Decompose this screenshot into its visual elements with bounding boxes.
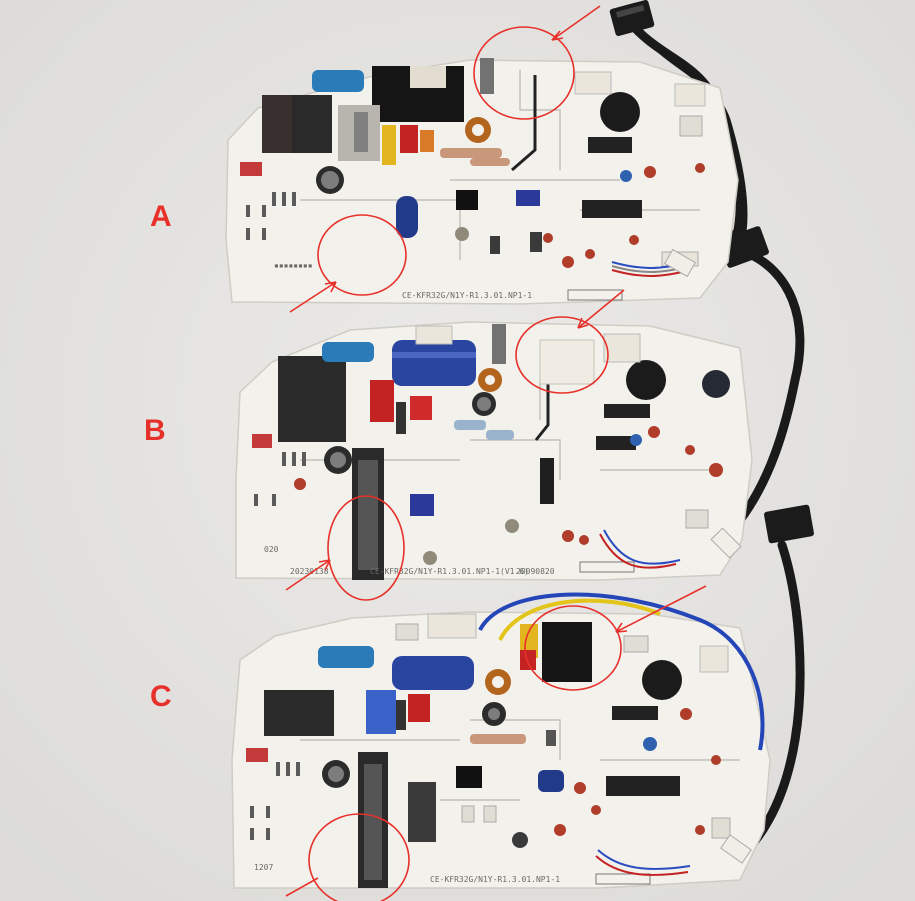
annotation-arrow (577, 289, 625, 329)
annotation-circle-c-top (524, 605, 622, 691)
board-b-small: 020 (264, 545, 279, 554)
board-a-code: CE-KFR32G/N1Y-R1.3.01.NP1-1 (402, 291, 532, 300)
pcb-board-b: CE-KFR32G/N1Y-R1.3.01.NP1-1(V1.6) 200908… (235, 321, 753, 581)
board-label-a: A (150, 200, 172, 233)
board-label-b: B (144, 414, 166, 447)
board-b-date: 20090820 (516, 567, 555, 576)
board-label-c: C (150, 680, 172, 713)
annotation-arrow (551, 5, 601, 41)
annotation-circle-b-bottom (327, 495, 405, 601)
annotation-arrow (615, 585, 707, 633)
annotation-arrow (289, 281, 337, 313)
cable-sleeve (720, 834, 752, 864)
connector-top (609, 0, 655, 37)
annotation-circle-a-top (473, 26, 575, 120)
board-a-fineprint: ▪▪▪▪▪▪▪▪ (274, 261, 313, 270)
annotation-arrow (285, 877, 319, 897)
cable-sleeve (664, 248, 696, 278)
annotation-circle-a-bottom (317, 214, 407, 296)
pcb-board-a: CE-KFR32G/N1Y-R1.3.01.NP1-1 ▪▪▪▪▪▪▪▪ (225, 58, 739, 305)
board-b-date-left: 20230138 (290, 567, 329, 576)
annotation-circle-c-bottom (308, 813, 410, 901)
annotation-arrow (285, 559, 331, 591)
annotation-circle-b-top (515, 316, 609, 394)
annotations (285, 5, 707, 901)
cable-sleeve (710, 527, 742, 559)
yellow-wire (498, 598, 661, 641)
board-c-small: 1207 (254, 863, 273, 872)
board-b-code: CE-KFR32G/N1Y-R1.3.01.NP1-1(V1.6) (370, 567, 529, 576)
blue-wire (478, 592, 765, 751)
board-c-code: CE-KFR32G/N1Y-R1.3.01.NP1-1 (430, 875, 560, 884)
pcb-board-c: CE-KFR32G/N1Y-R1.3.01.NP1-1 1207 (231, 592, 771, 889)
